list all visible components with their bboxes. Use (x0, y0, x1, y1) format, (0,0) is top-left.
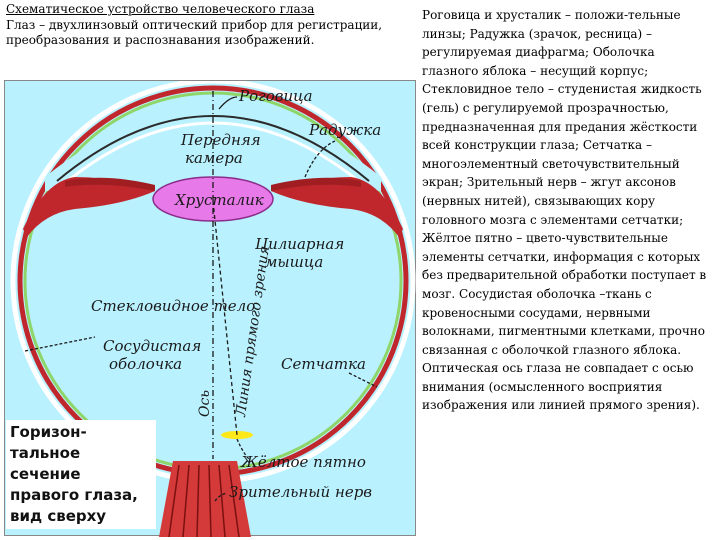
leader-optic-nerve (214, 492, 228, 502)
cornea-inner (64, 121, 362, 185)
caption-line: Горизон- (10, 423, 87, 441)
caption-line: правого глаза, (10, 486, 138, 504)
label-anterior-chamber-1: Передняя (180, 131, 261, 149)
eye-diagram-panel: Роговица Радужка Передняя камера Хрустал… (4, 80, 416, 537)
optic-nerve-fibers (168, 464, 240, 537)
page-title: Схематическое устройство человеческого г… (6, 2, 315, 16)
caption-line: тальное (10, 444, 81, 462)
iris-right (271, 177, 361, 191)
description-text: Роговица и хрусталик – положи-тельные ли… (422, 8, 707, 413)
label-axis: Ось (197, 390, 213, 417)
label-choroid-2: оболочка (109, 355, 182, 373)
caption-line: вид сверху (10, 507, 107, 525)
leader-iris (304, 140, 336, 178)
ciliary-body-left (23, 177, 155, 237)
label-vitreous: Стекловидное тело (91, 297, 255, 315)
leader-retina (348, 372, 378, 388)
label-iris: Радужка (308, 121, 381, 139)
label-anterior-chamber-2: камера (185, 149, 243, 167)
leader-cornea (218, 96, 238, 110)
leader-choroid (24, 336, 96, 352)
label-ciliary-2: мышца (265, 253, 323, 271)
ciliary-body-right (271, 177, 403, 237)
page-subtitle: Глаз – двухлинзовый оптический прибор дл… (6, 17, 383, 48)
leader-macula (236, 438, 250, 460)
caption-line: сечение (10, 465, 81, 483)
diagram-caption: Горизон- тальное сечение правого глаза, … (6, 420, 156, 529)
cornea (56, 115, 370, 182)
label-lens: Хрусталик (174, 191, 264, 209)
header: Схематическое устройство человеческого г… (6, 2, 406, 49)
line-of-sight (212, 200, 238, 436)
label-ciliary-1: Цилиарная (255, 235, 344, 253)
label-optic-nerve: Зрительный нерв (229, 483, 372, 501)
label-choroid-1: Сосудистая (103, 337, 201, 355)
label-macula: Жёлтое пятно (240, 453, 366, 471)
iris-left (65, 177, 155, 191)
label-retina: Сетчатка (281, 355, 366, 373)
optic-nerve (159, 461, 251, 537)
label-cornea: Роговица (238, 87, 313, 105)
eye-diagram: Роговица Радужка Передняя камера Хрустал… (10, 81, 416, 537)
anterior-segment-bg (45, 109, 381, 191)
macula (221, 431, 253, 439)
